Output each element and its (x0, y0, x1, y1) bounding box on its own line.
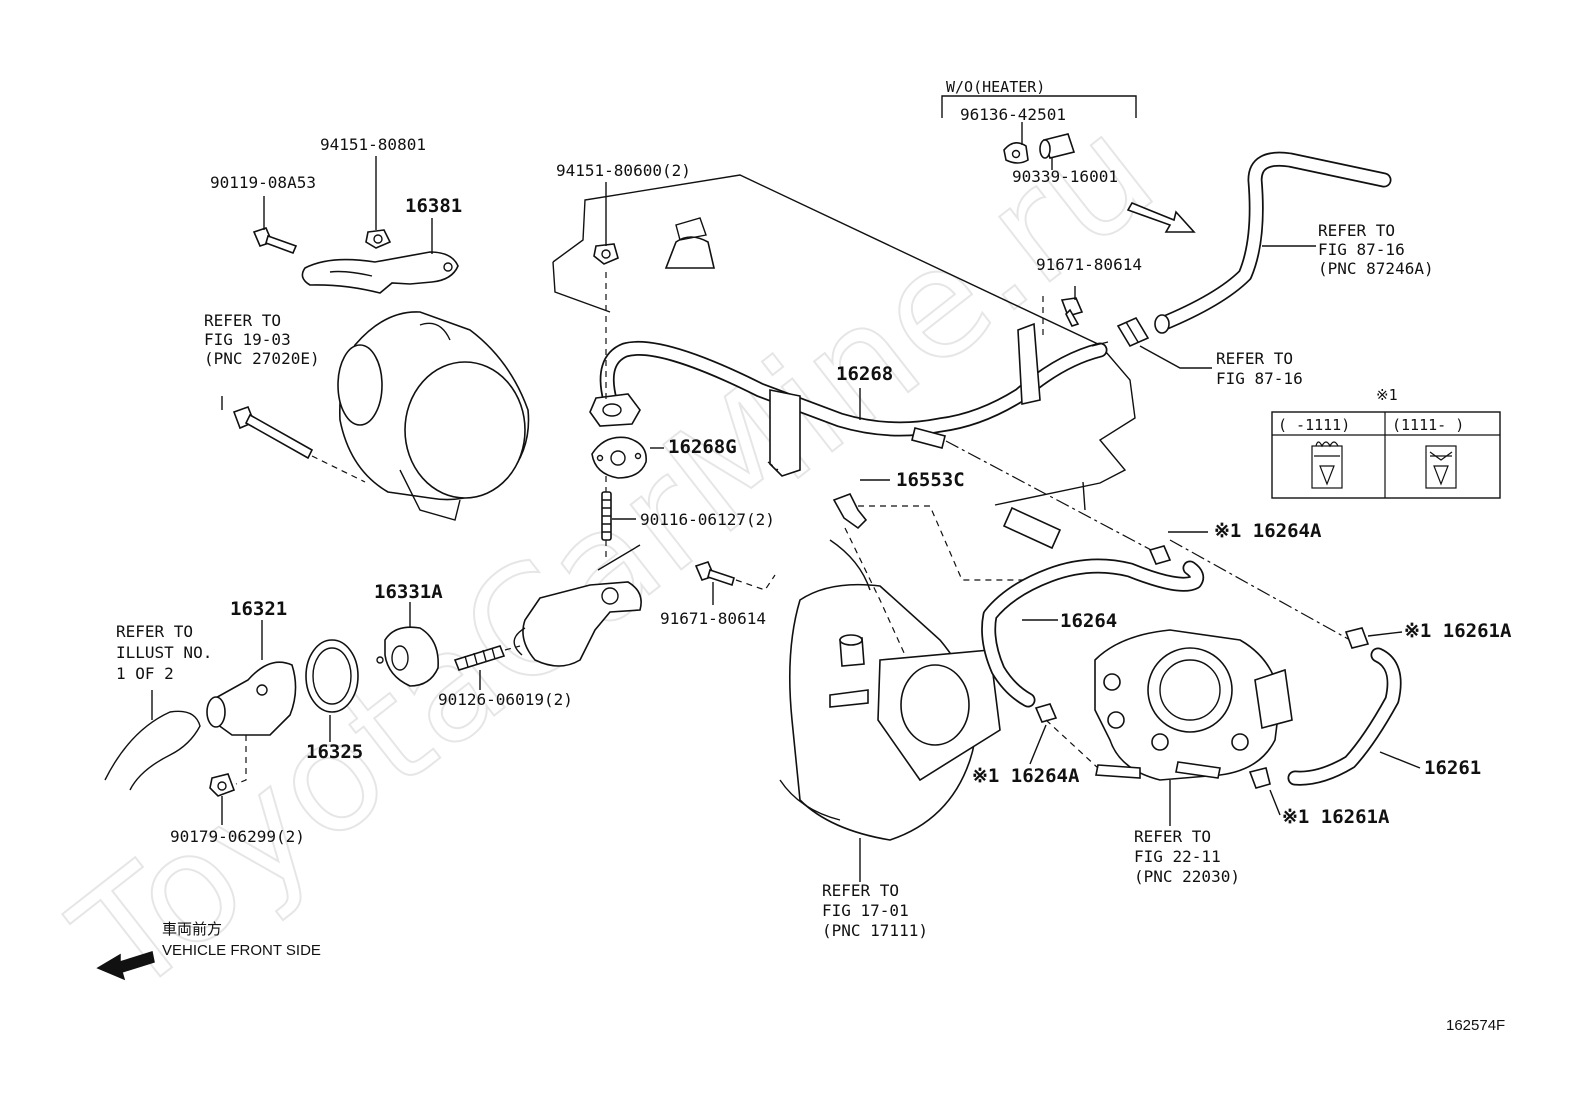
nut-94151-80801 (365, 229, 392, 249)
inlet-hose (104, 710, 201, 791)
label-91671-80614-middle: 91671-80614 (660, 609, 766, 628)
refer-fig17-line2: FIG 17-01 (822, 901, 909, 920)
refer-fig22-line3: (PNC 22030) (1134, 867, 1240, 886)
heater-hose (1154, 151, 1392, 334)
hose-16264 (981, 558, 1205, 708)
label-90126-06019: 90126-06019(2) (438, 690, 573, 709)
legend-column-early: ( -1111) (1278, 416, 1350, 434)
pipe-short (1002, 506, 1062, 550)
label-90119-08A53: 90119-08A53 (210, 173, 316, 192)
legend-marker: ※1 (1376, 386, 1398, 404)
vehicle-front-arrow (96, 951, 155, 981)
label-94151-80600: 94151-80600(2) (556, 161, 691, 180)
label-16264A-bottom: ※1 16264A (972, 765, 1080, 787)
clamp-16261A-top (1344, 627, 1370, 649)
refer-illust-line3: 1 OF 2 (116, 664, 174, 683)
pipe-16268 (589, 322, 1108, 477)
gasket-16325 (305, 639, 359, 713)
label-16261: 16261 (1424, 757, 1481, 779)
refer-fig87a-line3: (PNC 87246A) (1318, 259, 1434, 278)
label-16331A: 16331A (374, 581, 443, 603)
label-16268: 16268 (836, 363, 893, 385)
clip-symbol-late (1425, 445, 1457, 489)
variant-bracket (941, 95, 1137, 118)
cap-90339 (1039, 133, 1076, 159)
label-16381: 16381 (405, 195, 462, 217)
legend-table (1271, 411, 1501, 499)
direction-arrow (1126, 201, 1196, 233)
intake-manifold (779, 539, 1001, 841)
bracket-16381 (301, 251, 459, 294)
water-outlet-housing (513, 544, 642, 667)
refer-fig22-line1: REFER TO (1134, 827, 1211, 846)
watermark: ToyotaCarMine.ru (44, 84, 1185, 1028)
nut-90179 (209, 773, 236, 797)
stud-90126 (453, 645, 506, 671)
refer-fig87b-line1: REFER TO (1216, 349, 1293, 368)
front-label-english: VEHICLE FRONT SIDE (162, 942, 321, 959)
label-16553C: 16553C (896, 469, 965, 491)
label-90339-16001: 90339-16001 (1012, 167, 1118, 186)
label-16268G: 16268G (668, 436, 737, 458)
alternator-bolt (232, 405, 314, 460)
refer-fig19-line2: FIG 19-03 (204, 330, 291, 349)
bolt-91671-middle (694, 561, 735, 587)
label-16261A-top: ※1 16261A (1404, 620, 1512, 642)
gasket-16268G (591, 436, 647, 479)
refer-illust-line1: REFER TO (116, 622, 193, 641)
label-16325: 16325 (306, 741, 363, 763)
refer-fig17-line1: REFER TO (822, 881, 899, 900)
refer-fig87a-line1: REFER TO (1318, 221, 1395, 240)
refer-fig87b-line2: FIG 87-16 (1216, 369, 1303, 388)
refer-fig19-line1: REFER TO (204, 311, 281, 330)
label-96136-42501: 96136-42501 (960, 105, 1066, 124)
refer-fig19-line3: (PNC 27020E) (204, 349, 320, 368)
label-16264: 16264 (1060, 610, 1117, 632)
bolt-90119 (252, 227, 298, 255)
bolt-91671-top (1060, 297, 1084, 327)
clip-16553C (832, 492, 868, 530)
legend-column-late: (1111- ) (1392, 416, 1464, 434)
label-wo-heater: W/O(HEATER) (946, 78, 1045, 96)
clamp-16261A-bottom (1248, 767, 1271, 789)
clip-symbol-early (1311, 441, 1343, 489)
engine-cover-outline (552, 174, 1136, 511)
label-16261A-bottom: ※1 16261A (1282, 806, 1390, 828)
label-90116-06127: 90116-06127(2) (640, 510, 775, 529)
hose-joint-clamp (1116, 316, 1150, 348)
refer-illust-line2: ILLUST NO. (116, 643, 212, 662)
hose-16261 (1287, 647, 1402, 786)
front-label-japanese: 車両前方 (162, 921, 222, 938)
label-90179-06299: 90179-06299(2) (170, 827, 305, 846)
refer-fig87a-line2: FIG 87-16 (1318, 240, 1405, 259)
refer-fig22-line2: FIG 22-11 (1134, 847, 1221, 866)
leader-lines (151, 122, 1421, 882)
label-16264A-top: ※1 16264A (1214, 520, 1322, 542)
label-16321: 16321 (230, 598, 287, 620)
nut-94151-80600 (593, 243, 619, 265)
alternator (337, 311, 530, 521)
refer-fig17-line3: (PNC 17111) (822, 921, 928, 940)
clip-96136 (1003, 142, 1029, 164)
water-inlet-16321 (206, 661, 297, 736)
label-94151-80801: 94151-80801 (320, 135, 426, 154)
thermostat-16331A (376, 626, 439, 687)
clamp-16264A-bottom (1034, 703, 1058, 723)
stud-90116 (601, 491, 612, 541)
figure-code: 162574F (1446, 1017, 1505, 1034)
clamp-16264A-top (1148, 545, 1172, 565)
throttle-body (1094, 629, 1293, 781)
part-labels: 90119-08A53 94151-80801 16381 94151-8060… (116, 78, 1512, 1034)
label-91671-80614-top: 91671-80614 (1036, 255, 1142, 274)
